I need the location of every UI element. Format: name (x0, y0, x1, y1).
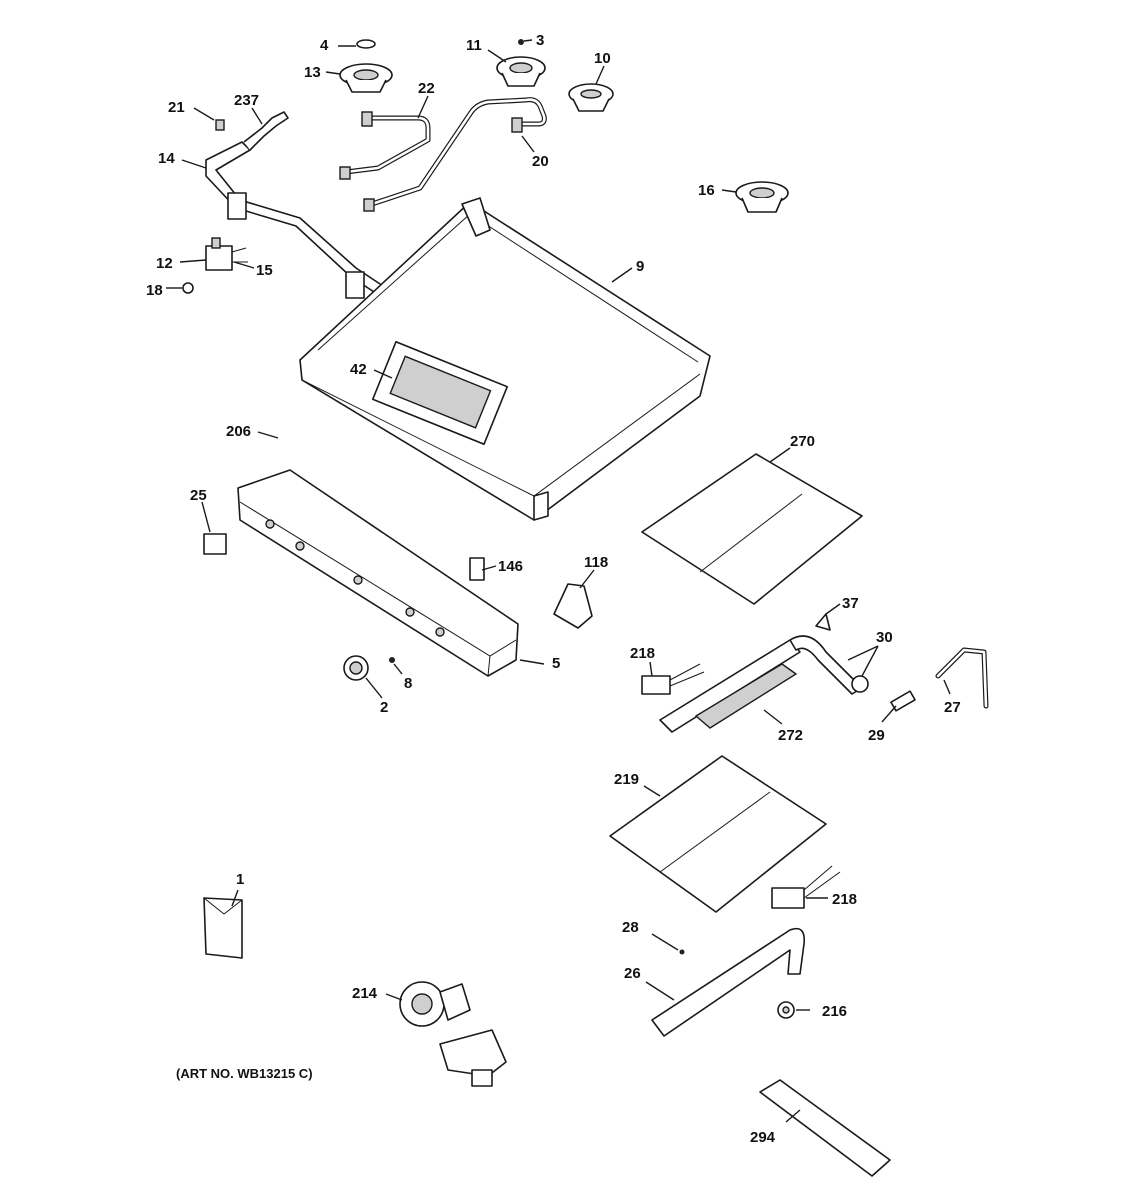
literature-envelope-1 (203, 897, 243, 959)
callout-1: 1 (236, 871, 244, 888)
switch-25 (203, 533, 227, 555)
control-panel-5 (237, 469, 519, 677)
burner-head-10 (568, 83, 614, 112)
igniter-218-bottom (771, 865, 841, 909)
callout-21: 21 (168, 99, 185, 116)
callout-118: 118 (584, 554, 608, 571)
callout-272: 272 (778, 727, 803, 744)
callout-18: 18 (146, 282, 163, 299)
callout-16: 16 (698, 182, 715, 199)
nut-216 (777, 1001, 795, 1019)
burner-tube-30 (789, 635, 869, 695)
callout-37: 37 (842, 595, 859, 612)
callout-206: 206 (226, 423, 251, 440)
callout-22: 22 (418, 80, 435, 97)
burner-272 (659, 639, 801, 733)
clip-146 (469, 557, 485, 581)
callout-10: 10 (594, 50, 611, 67)
knob-2 (343, 655, 369, 681)
callout-42: 42 (350, 361, 367, 378)
igniter-218-top (641, 663, 705, 695)
burner-box-9 (299, 197, 711, 521)
callout-214: 214 (352, 985, 378, 1002)
burner-head-11 (496, 39, 546, 87)
callout-270: 270 (790, 433, 815, 450)
callout-237: 237 (234, 92, 259, 109)
panel-219 (609, 755, 827, 913)
callout-28: 28 (622, 919, 639, 936)
callout-9: 9 (636, 258, 644, 275)
callout-29: 29 (868, 727, 885, 744)
valve-assembly-214 (399, 981, 507, 1087)
callout-146: 146 (498, 558, 523, 575)
burner-tube-26 (651, 927, 806, 1037)
orifice-29 (890, 690, 916, 712)
callout-12: 12 (156, 255, 173, 272)
callout-5: 5 (552, 655, 560, 672)
callout-216: 216 (822, 1003, 847, 1020)
nut-18 (182, 282, 194, 294)
callout-4: 4 (320, 37, 329, 54)
callout-20: 20 (532, 153, 549, 170)
screw-8 (389, 657, 395, 663)
gas-tube-22 (339, 111, 431, 180)
callout-labels: 4 3 11 13 10 22 237 21 20 14 16 9 12 15 … (146, 32, 961, 1146)
art-number: (ART NO. WB13215 C) (176, 1066, 313, 1081)
bracket-294 (759, 1079, 891, 1177)
burner-head-13 (339, 39, 393, 93)
tube-27 (935, 647, 989, 709)
callout-218-upper: 218 (630, 645, 655, 662)
callout-30: 30 (876, 629, 893, 646)
callout-15: 15 (256, 262, 273, 279)
screw-28 (679, 949, 685, 955)
gas-tube-20 (363, 97, 547, 212)
callout-2: 2 (380, 699, 388, 716)
callout-219: 219 (614, 771, 639, 788)
callout-27: 27 (944, 699, 961, 716)
callout-14: 14 (158, 150, 175, 167)
callout-218-lower: 218 (832, 891, 857, 908)
panel-270 (641, 453, 863, 605)
manifold-pipe-14 (205, 111, 399, 305)
callout-294: 294 (750, 1129, 776, 1146)
callout-13: 13 (304, 64, 321, 81)
burner-head-16 (735, 181, 789, 213)
bracket-118 (553, 583, 593, 629)
callout-26: 26 (624, 965, 641, 982)
callout-11: 11 (466, 37, 482, 54)
callout-25: 25 (190, 487, 207, 504)
leader-lines (166, 39, 951, 1123)
callout-8: 8 (404, 675, 412, 692)
valve-12 (205, 237, 248, 271)
tab-37 (815, 613, 831, 631)
callout-3: 3 (536, 32, 544, 49)
